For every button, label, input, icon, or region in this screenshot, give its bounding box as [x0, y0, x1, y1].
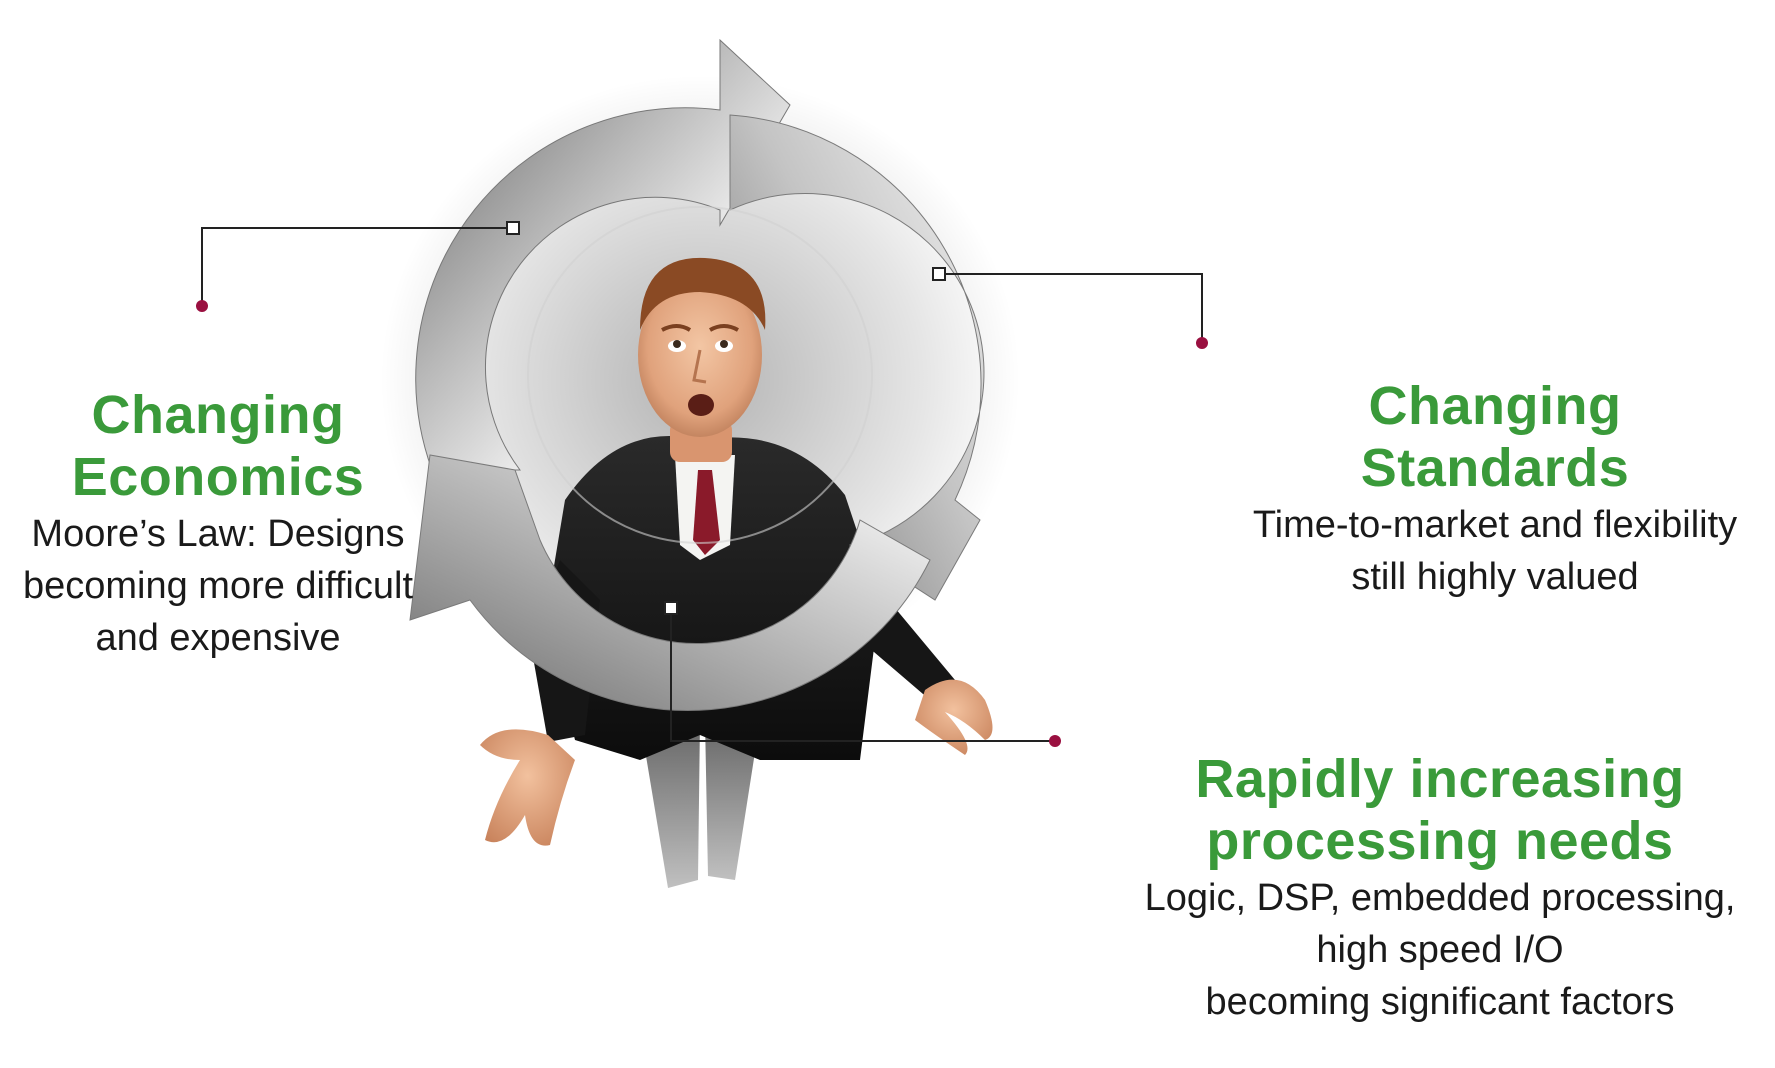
processing-description: Logic, DSP, embedded processing, high sp…: [1144, 877, 1736, 1023]
mouth: [688, 394, 714, 416]
standards-description: Time-to-market and flexibility still hig…: [1252, 504, 1738, 598]
left-hand: [480, 729, 575, 846]
connector-processing: [664, 601, 1061, 747]
connector-economics: [196, 221, 520, 312]
three-arrow-cycle-icon: [409, 38, 985, 712]
connector-standards: [932, 267, 1208, 349]
cycle-arrow-bottom: [409, 454, 931, 712]
economics-title: Changing Economics: [71, 385, 365, 507]
standards-callout: Changing Standards Time-to-market and fl…: [1220, 375, 1770, 603]
connector-dot: [1196, 337, 1208, 349]
economics-description: Moore’s Law: Designs becoming more diffi…: [22, 513, 414, 659]
tie: [693, 470, 720, 555]
processing-title: Rapidly increasing processing needs: [1195, 749, 1685, 871]
processing-callout: Rapidly increasing processing needs Logi…: [1105, 748, 1775, 1028]
connector-dot: [196, 300, 208, 312]
standards-title: Changing Standards: [1360, 376, 1630, 498]
connector-dot: [1049, 735, 1061, 747]
economics-callout: Changing Economics Moore’s Law: Designs …: [0, 384, 436, 664]
hair: [640, 257, 766, 330]
right-hand: [915, 679, 993, 755]
cycle-arrow-right: [729, 114, 985, 601]
legs: [640, 720, 700, 888]
